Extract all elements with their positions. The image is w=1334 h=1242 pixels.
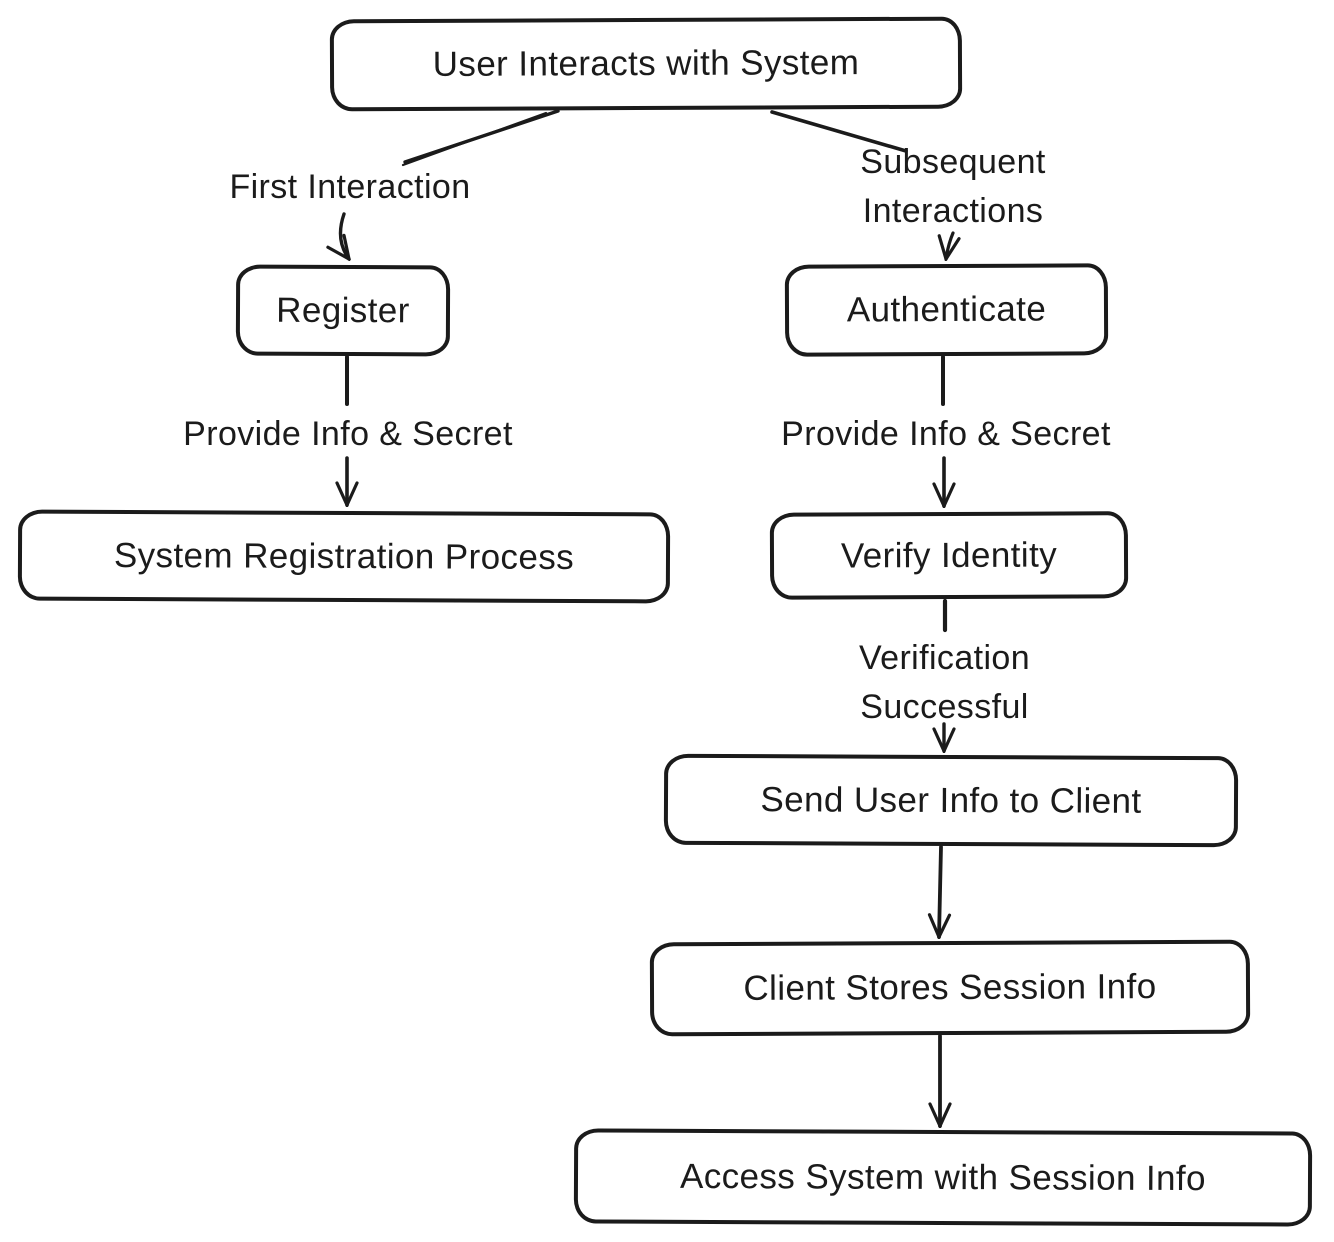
node-authenticate-label: Authenticate [846, 289, 1047, 330]
node-user-interacts: User Interacts with System [329, 16, 963, 112]
edge-label-provide-info-left: Provide Info & Secret [183, 415, 513, 453]
node-access-system-label: Access System with Session Info [679, 1156, 1207, 1198]
node-system-registration: System Registration Process [17, 509, 671, 604]
node-client-stores-label: Client Stores Session Info [743, 967, 1157, 1008]
node-send-user-info: Send User Info to Client [663, 753, 1239, 848]
edge-subseq-to-auth [946, 231, 953, 259]
edge-label-subsequent-interactions: Subsequent Interactions [860, 143, 1046, 231]
edge-send-to-store [939, 845, 941, 937]
edge-label-provide-info-right: Provide Info & Secret [781, 415, 1111, 453]
node-register: Register [235, 264, 451, 357]
node-access-system: Access System with Session Info [573, 1128, 1313, 1227]
edge-user-register-diagonal-2 [401, 111, 548, 167]
edge-label-verification-successful: Verification Successful [858, 639, 1031, 727]
node-system-registration-label: System Registration Process [113, 535, 575, 577]
edge-first-to-register [340, 212, 349, 259]
node-user-interacts-label: User Interacts with System [432, 43, 860, 84]
node-send-user-info-label: Send User Info to Client [760, 779, 1142, 821]
node-register-label: Register [276, 290, 410, 330]
node-authenticate: Authenticate [784, 263, 1109, 357]
edge-label-first-interaction: First Interaction [229, 168, 471, 206]
node-client-stores: Client Stores Session Info [649, 939, 1251, 1037]
node-verify-identity: Verify Identity [769, 511, 1129, 600]
edge-user-auth-diagonal [770, 110, 908, 153]
node-verify-identity-label: Verify Identity [840, 535, 1058, 575]
